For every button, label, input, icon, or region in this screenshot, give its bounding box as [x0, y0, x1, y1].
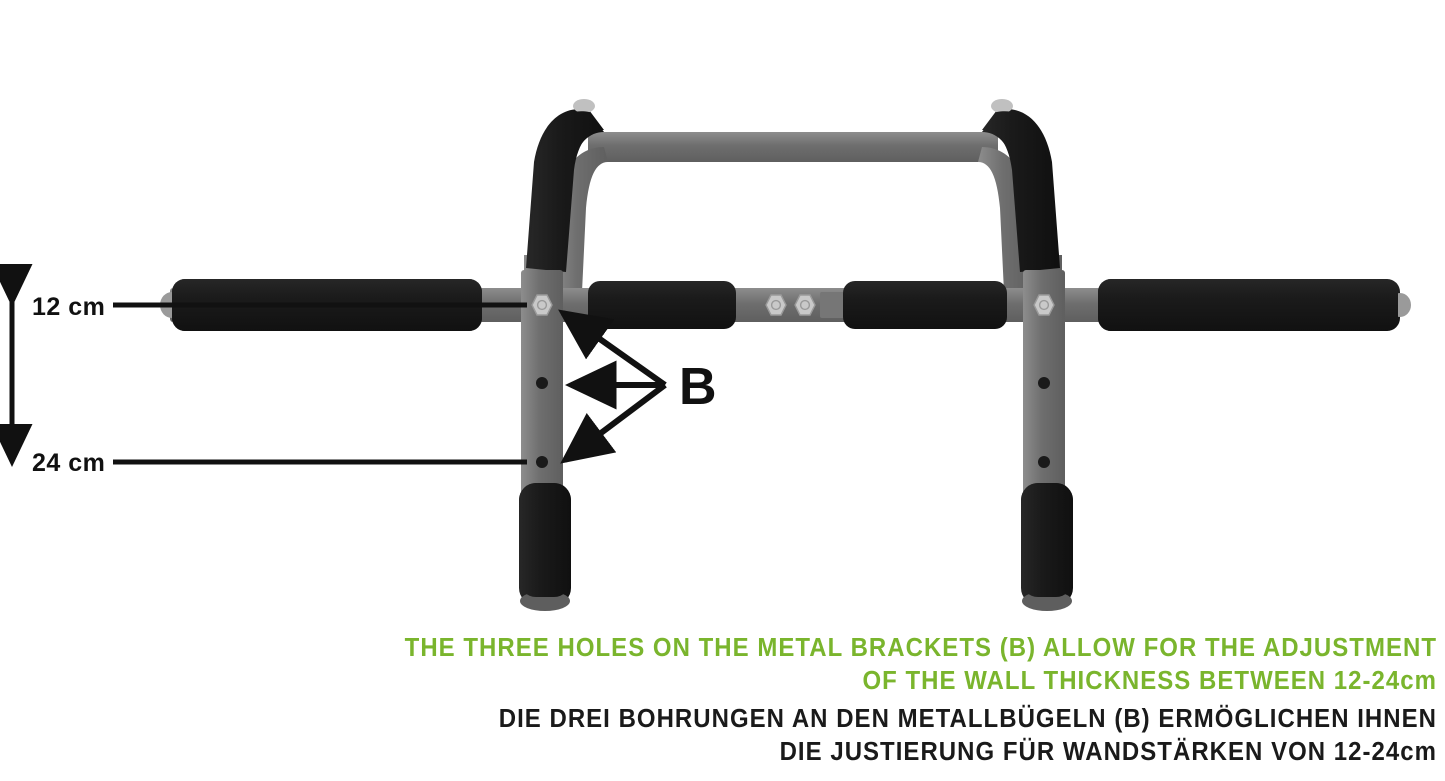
callout-arrow-to-bottom-hole: [560, 382, 667, 464]
right-bracket-tube: [1023, 270, 1065, 520]
arch-right-foam-overlay: [982, 111, 1057, 271]
right-bracket-hex-bolt: [1033, 294, 1055, 316]
caption-english-line-1: THE THREE HOLES ON THE METAL BRACKETS (B…: [404, 634, 1437, 662]
caption-german: DIE DREI BOHRUNGEN AN DEN METALLBÜGELN (…: [0, 703, 1445, 769]
dimension-label-bottom: 24 cm: [32, 449, 106, 477]
center-hex-bolt-2: [794, 294, 816, 316]
center-bolt-group: [765, 294, 816, 316]
dimension-annotations: [0, 264, 527, 468]
left-bracket-hole-bottom: [536, 456, 548, 468]
left-mounting-bracket: [519, 270, 571, 611]
caption-german-line-2: DIE JUSTIERUNG FÜR WANDSTÄRKEN VON 12-24…: [779, 738, 1437, 766]
center-hex-bolt-1: [765, 294, 787, 316]
top-arch-assembly: [524, 99, 1062, 300]
left-bracket-hex-bolt: [531, 294, 553, 316]
right-bracket-hole-bottom: [1038, 456, 1050, 468]
caption-english-line-2: OF THE WALL THICKNESS BETWEEN 12-24cm: [862, 667, 1437, 695]
arch-right-foam-top-cap: [991, 99, 1013, 113]
left-bracket-tube: [521, 270, 563, 520]
left-bracket-hole-middle: [536, 377, 548, 389]
bracket-callout-label: B: [679, 358, 717, 416]
right-bracket-foam-pad-top: [1021, 483, 1073, 597]
dimension-label-top: 12 cm: [32, 293, 106, 321]
callout-arrow-to-top-hole: [558, 309, 667, 388]
arch-left-foam-overlay: [529, 111, 604, 271]
caption-german-line-1: DIE DREI BOHRUNGEN AN DEN METALLBÜGELN (…: [498, 705, 1438, 733]
left-bracket-foam-pad-top: [519, 483, 571, 597]
right-bracket-hole-middle: [1038, 377, 1050, 389]
grip-inner-left-foam: [588, 281, 736, 329]
arch-crossbar: [588, 132, 998, 162]
grip-far-right-foam-top: [1098, 279, 1398, 331]
right-mounting-bracket: [1021, 270, 1073, 611]
bracket-callout-arrows: [558, 309, 667, 464]
grip-inner-right-foam: [843, 281, 1007, 329]
arch-left-foam-top-cap: [573, 99, 595, 113]
caption-english: THE THREE HOLES ON THE METAL BRACKETS (B…: [0, 632, 1445, 698]
